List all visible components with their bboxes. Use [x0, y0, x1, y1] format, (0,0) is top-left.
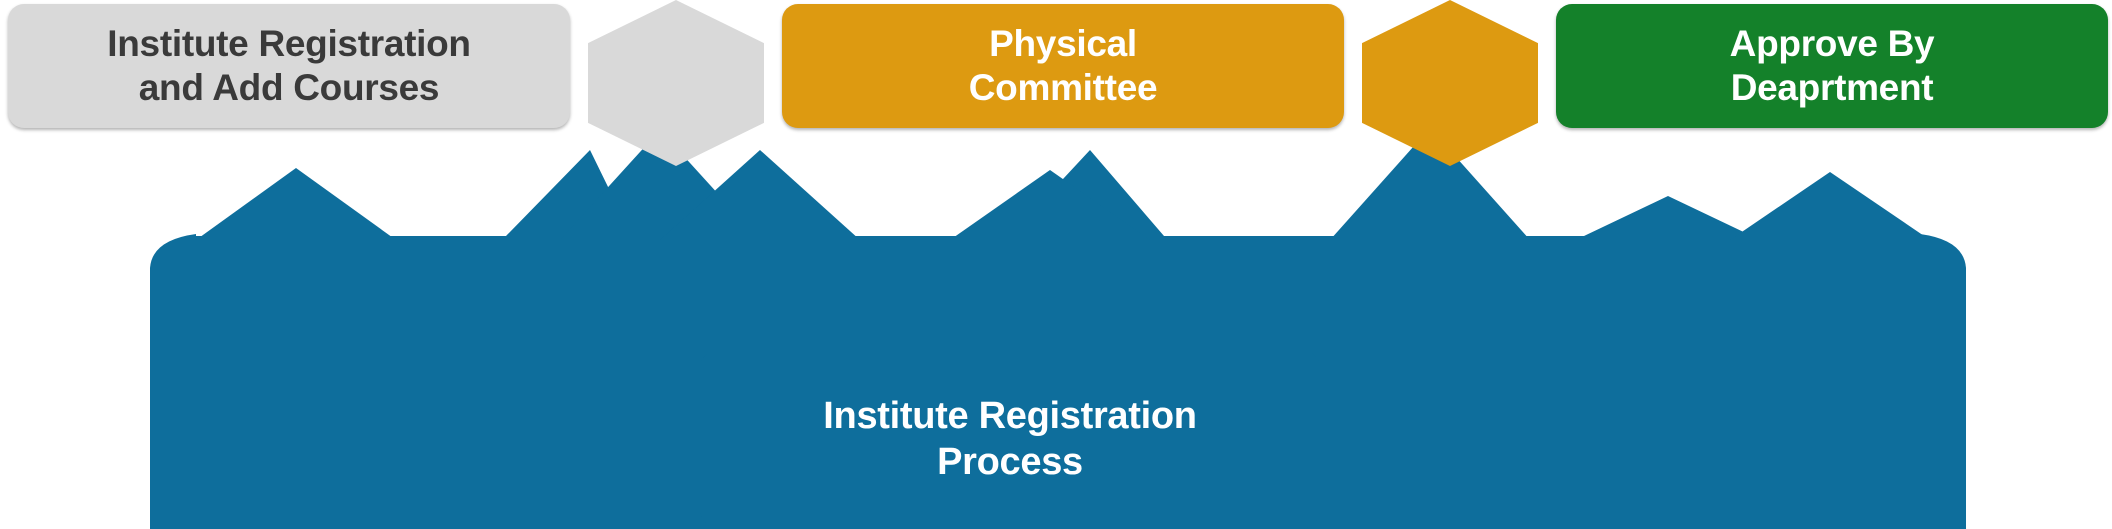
band-peak-3: [950, 170, 1150, 240]
band-label-line2: Process: [937, 440, 1083, 483]
band-left-shoulder: [150, 234, 196, 529]
band-right-shoulder: [1920, 234, 1966, 529]
band-peak-2b: [660, 150, 860, 240]
stage-1-line1: Physical: [989, 23, 1137, 65]
band-peak-1: [196, 168, 396, 240]
band-label-line1: Institute Registration: [823, 394, 1197, 437]
stage-0-line1: Institute Registration: [107, 23, 471, 65]
stage-1-line2: Committee: [968, 67, 1158, 108]
stage-box-physical-committee[interactable]: Physical Committee: [782, 4, 1344, 128]
process-band-label: Institute Registration Process: [700, 350, 1320, 529]
band-peak-5: [1730, 172, 1930, 240]
stage-2-line1: Approve By: [1729, 23, 1935, 65]
stage-box-institute-registration[interactable]: Institute Registration and Add Courses: [8, 4, 570, 128]
band-peak-4: [1330, 128, 1530, 240]
chevron-band-shape: [196, 150, 1920, 529]
stage-0-line2: and Add Courses: [138, 67, 440, 108]
stage-box-approve-by-department[interactable]: Approve By Deaprtment: [1556, 4, 2108, 128]
stage-2-line2: Deaprtment: [1730, 67, 1934, 108]
